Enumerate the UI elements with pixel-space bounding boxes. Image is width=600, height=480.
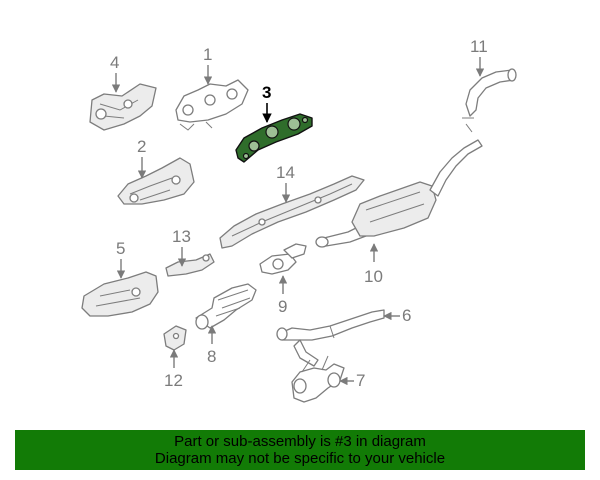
- part-4-heat-shield[interactable]: [89, 83, 157, 131]
- part-6-front-pipe[interactable]: [276, 309, 385, 367]
- callout-2[interactable]: 2: [137, 137, 146, 156]
- part-14-heat-shield[interactable]: [219, 175, 365, 249]
- callout-6[interactable]: 6: [402, 306, 411, 325]
- callout-8[interactable]: 8: [207, 347, 216, 366]
- callout-11[interactable]: 11: [470, 37, 488, 56]
- part-8-catalytic-converter[interactable]: [195, 283, 257, 330]
- callout-1[interactable]: 1: [203, 45, 212, 64]
- info-banner: Part or sub-assembly is #3 in diagram Di…: [15, 430, 585, 470]
- part-5-heat-shield[interactable]: [81, 271, 159, 317]
- part-3-gasket[interactable]: [235, 113, 313, 163]
- callout-12[interactable]: 12: [164, 371, 183, 390]
- part-10-muffler[interactable]: [315, 139, 483, 248]
- callout-3[interactable]: 3: [262, 83, 271, 102]
- callout-7[interactable]: 7: [356, 371, 365, 390]
- callout-13[interactable]: 13: [172, 227, 191, 246]
- part-11-tail-pipe[interactable]: [462, 68, 517, 133]
- part-12-bracket[interactable]: [163, 325, 187, 351]
- part-13-bracket[interactable]: [165, 253, 215, 277]
- callout-14[interactable]: 14: [276, 163, 295, 182]
- callout-4[interactable]: 4: [110, 53, 119, 72]
- part-7-y-pipe[interactable]: [291, 355, 345, 403]
- callout-5[interactable]: 5: [116, 239, 125, 258]
- parts-diagram: 4 1 3 2 11 14: [81, 37, 517, 403]
- banner-line-1: Part or sub-assembly is #3 in diagram: [174, 433, 426, 450]
- banner-line-2: Diagram may not be specific to your vehi…: [154, 450, 446, 467]
- callout-9[interactable]: 9: [278, 297, 287, 316]
- part-2-heat-shield[interactable]: [117, 157, 195, 205]
- callout-10[interactable]: 10: [364, 267, 383, 286]
- part-1-exhaust-manifold[interactable]: [175, 79, 249, 131]
- part-9-flange[interactable]: [259, 243, 307, 275]
